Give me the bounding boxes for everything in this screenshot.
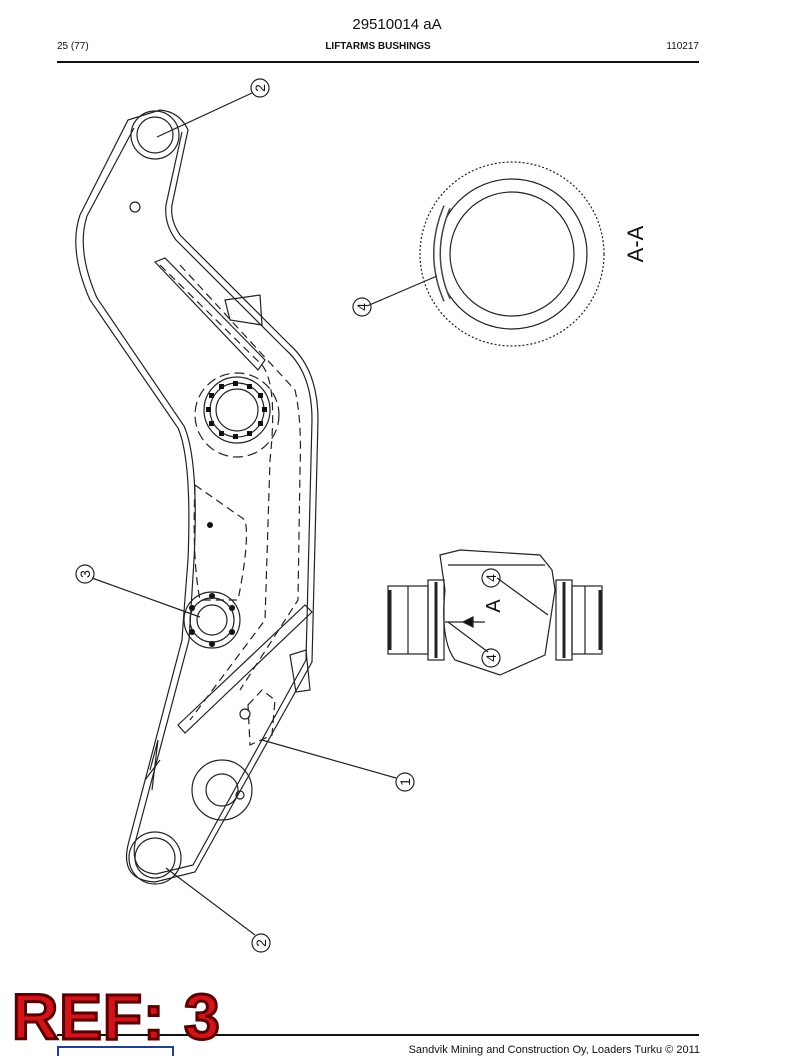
callout-balloon (352, 297, 372, 317)
footer-copyright: Sandvik Mining and Construction Oy, Load… (408, 1044, 700, 1056)
page-count: 25 (77) (57, 41, 89, 52)
callout-balloon (250, 78, 270, 98)
callout-label: 2 (252, 84, 268, 92)
ref-stamp: REF: 3 (11, 981, 222, 1054)
callout-balloon (481, 648, 501, 668)
callout-label: 3 (77, 570, 93, 578)
footer-rule (57, 1034, 699, 1036)
callout-label: 4 (483, 574, 499, 582)
view-arrow-label: A (483, 599, 505, 613)
callout-balloon (395, 772, 415, 792)
liftarm-outline (75, 109, 319, 883)
callout-balloon (481, 568, 501, 588)
callout-balloon (75, 564, 95, 584)
section-title: LIFTARMS BUSHINGS (325, 41, 431, 52)
callout-balloon (251, 933, 271, 953)
footer-logo (57, 1046, 174, 1056)
doc-code: 110217 (666, 41, 699, 52)
page-header: 25 (77) LIFTARMS BUSHINGS 110217 (57, 41, 699, 57)
callout-label: 4 (354, 303, 370, 311)
doc-number: 29510014 aA (352, 16, 442, 33)
callout-label: 2 (253, 939, 269, 947)
section-label: A-A (623, 225, 648, 262)
callout-label: 4 (483, 654, 499, 662)
callout-label: 1 (397, 778, 413, 786)
header-rule (57, 61, 699, 63)
